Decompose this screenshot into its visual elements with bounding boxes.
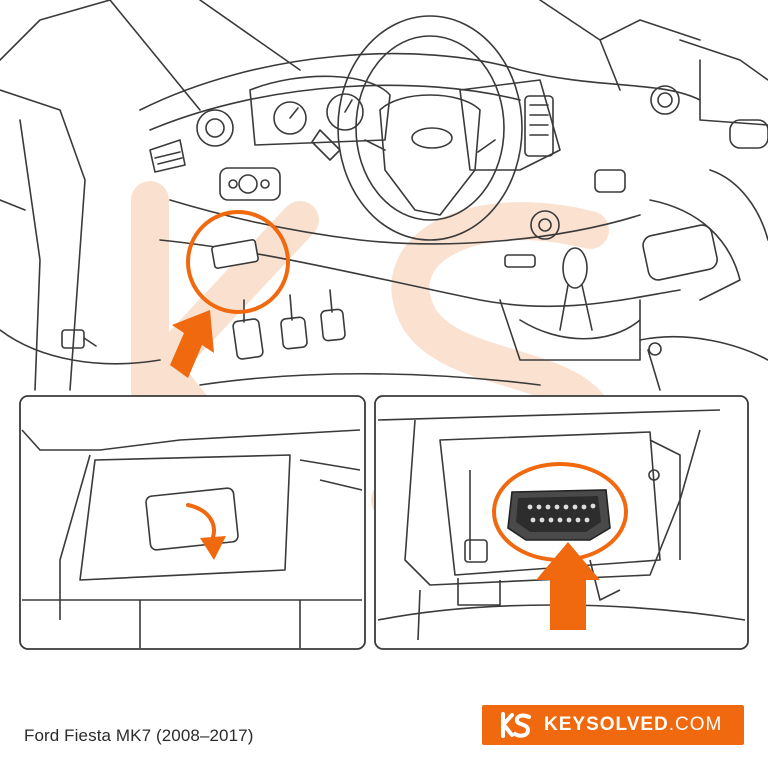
ks-logo-icon bbox=[501, 712, 531, 738]
brand-name: KEYSOLVED.COM bbox=[544, 714, 723, 735]
brand-badge[interactable]: KEYSOLVED.COM bbox=[482, 705, 744, 745]
obd-location-callout bbox=[186, 210, 290, 314]
vehicle-caption: Ford Fiesta MK7 (2008–2017) bbox=[24, 726, 254, 745]
step-1-panel bbox=[19, 395, 366, 650]
up-arrow-icon bbox=[536, 542, 600, 630]
turn-arrow-icon bbox=[186, 503, 226, 560]
step-2-panel bbox=[374, 395, 749, 650]
location-arrow-icon bbox=[170, 310, 214, 378]
car-interior-overview bbox=[0, 0, 768, 391]
obd2-connector bbox=[507, 489, 611, 541]
